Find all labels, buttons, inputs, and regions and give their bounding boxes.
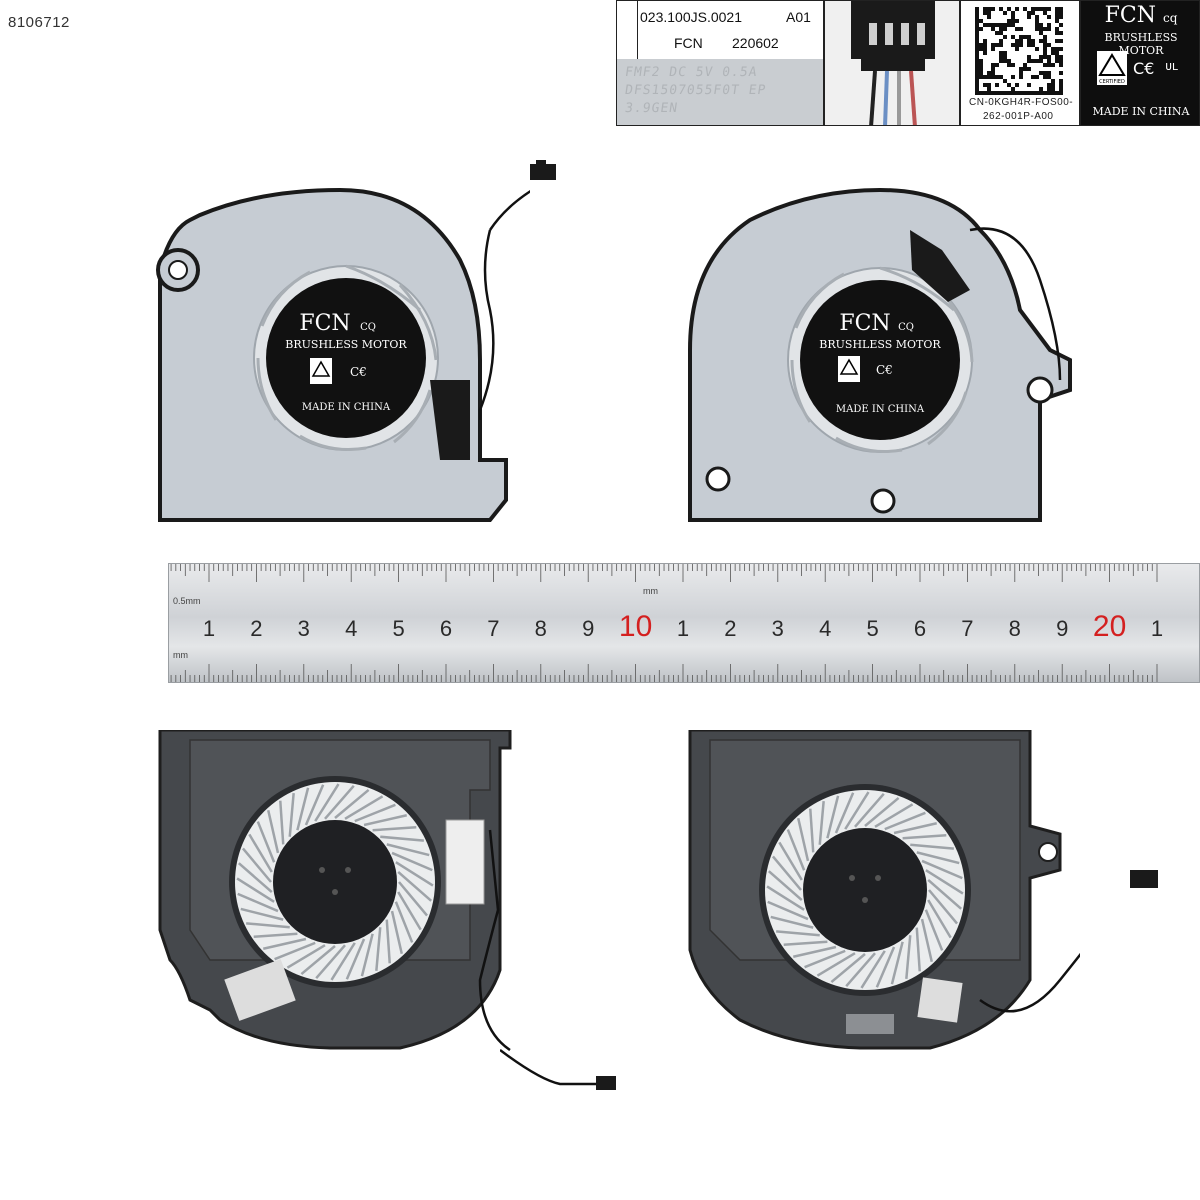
ruler-number: 8 bbox=[1009, 616, 1021, 641]
brand-sticker-panel: FCN cq BRUSHLESS MOTOR CERTIFIED C€ ᴜʟ M… bbox=[1080, 0, 1200, 126]
connector-plug-icon bbox=[1130, 870, 1158, 888]
fan-sticker-brand: FCN bbox=[299, 311, 350, 336]
qr-serial-line-2: 262-001P-A00 bbox=[983, 111, 1054, 122]
ruler-number: 7 bbox=[961, 616, 973, 641]
part-number: 023.100JS.0021 bbox=[640, 9, 742, 25]
fan-back-datamatrix-label bbox=[917, 977, 963, 1023]
ruler-number: 2 bbox=[250, 616, 262, 641]
sticker-origin: MADE IN CHINA bbox=[1092, 105, 1190, 118]
embossed-line-3: 3.9GEN bbox=[623, 101, 680, 116]
fan-cable bbox=[478, 229, 495, 420]
ruler-number: 9 bbox=[582, 616, 594, 641]
ruler-number: 5 bbox=[866, 616, 878, 641]
fan-sticker-suffix: CQ bbox=[898, 322, 914, 333]
fan-sticker-origin: MADE IN CHINA bbox=[836, 404, 925, 415]
ruler-number: 20 bbox=[1093, 610, 1126, 643]
fan-back-left bbox=[158, 730, 512, 1052]
ruler-number: 3 bbox=[298, 616, 310, 641]
ruler-unit-bottom: mm bbox=[173, 650, 188, 660]
fan-back-left-cable bbox=[500, 1048, 616, 1090]
label-brand: FCN bbox=[674, 35, 703, 51]
manufacture-date: 220602 bbox=[732, 35, 779, 51]
ce-mark: C€ bbox=[1133, 59, 1155, 78]
fan-back-tape bbox=[846, 1014, 894, 1034]
fan-sticker-suffix: CQ bbox=[360, 322, 376, 333]
ruler-number: 5 bbox=[392, 616, 404, 641]
fan-cable bbox=[969, 227, 1062, 381]
ruler-number: 8 bbox=[535, 616, 547, 641]
datamatrix-code-icon bbox=[961, 1, 1079, 125]
fan-sticker-motor: BRUSHLESS MOTOR bbox=[285, 338, 407, 351]
ruler-unit-top: 0.5mm bbox=[173, 596, 201, 606]
fan-cable bbox=[478, 829, 511, 1052]
fan-cable bbox=[979, 952, 1080, 1013]
qr-detail-panel: CN-0KGH4R-FOS00- 262-001P-A00 bbox=[960, 0, 1080, 126]
fan-back-datamatrix-label bbox=[224, 959, 296, 1021]
embossed-plate: FMF2 DC 5V 0.5A DFS1507055F0T EP 3.9GEN bbox=[617, 59, 823, 125]
ruler-number: 1 bbox=[677, 616, 689, 641]
connector-icon bbox=[825, 1, 959, 125]
ul-mark-icon: ᴜʟ bbox=[1165, 59, 1178, 73]
ruler-unit-mid: mm bbox=[643, 586, 658, 596]
label-detail-panel: 023.100JS.0021 A01 FCN 220602 FMF2 DC 5V… bbox=[616, 0, 824, 126]
fan-sticker-origin: MADE IN CHINA bbox=[302, 402, 391, 413]
ruler-number: 1 bbox=[1151, 616, 1163, 641]
fan-ce-mark: C€ bbox=[876, 363, 893, 377]
fan-cert-icon bbox=[310, 358, 332, 384]
impeller-blades-icon bbox=[256, 264, 438, 451]
sticker-motor: BRUSHLESS MOTOR bbox=[1104, 31, 1178, 57]
qr-serial-line-1: CN-0KGH4R-FOS00- bbox=[969, 97, 1074, 108]
fan-front-right: FCN CQ BRUSHLESS MOTOR C€ MADE IN CHINA bbox=[688, 187, 1072, 522]
label-sticker: 023.100JS.0021 A01 FCN 220602 bbox=[637, 1, 823, 60]
measuring-ruler: 1 2 3 4 5 6 7 8 9 10 1 2 3 4 5 6 7 8 9 20 1 0.5mm mm mm bbox=[168, 563, 1200, 683]
cert-caption: CERTIFIED bbox=[1099, 79, 1125, 85]
ruler-number: 3 bbox=[772, 616, 784, 641]
fan-cert-icon bbox=[838, 356, 860, 382]
ruler-number: 6 bbox=[440, 616, 452, 641]
fan-back-right bbox=[688, 730, 1080, 1050]
fan-front-left: FCN CQ BRUSHLESS MOTOR C€ MADE IN CHINA bbox=[156, 187, 530, 522]
fan-ce-mark: C€ bbox=[350, 365, 367, 379]
ruler-number: 6 bbox=[914, 616, 926, 641]
fan-sticker-motor: BRUSHLESS MOTOR bbox=[819, 338, 941, 351]
fan-back-label bbox=[445, 819, 485, 905]
product-code: 8106712 bbox=[8, 14, 70, 31]
ruler-number: 9 bbox=[1056, 616, 1068, 641]
embossed-line-1: FMF2 DC 5V 0.5A bbox=[623, 65, 759, 80]
sticker-brand: FCN bbox=[1104, 3, 1156, 28]
impeller-blades-icon bbox=[766, 791, 964, 989]
certification-mark-icon: CERTIFIED bbox=[1097, 51, 1127, 85]
ruler-number: 1 bbox=[203, 616, 215, 641]
impeller-blades-icon bbox=[236, 783, 434, 981]
ruler-number: 2 bbox=[724, 616, 736, 641]
ruler-scale: 1 2 3 4 5 6 7 8 9 10 1 2 3 4 5 6 7 8 9 20 1 bbox=[170, 564, 1163, 682]
ruler-number: 10 bbox=[619, 610, 652, 643]
ruler-number: 4 bbox=[345, 616, 357, 641]
sticker-brand-suffix: cq bbox=[1162, 11, 1178, 25]
ruler-number: 7 bbox=[487, 616, 499, 641]
revision: A01 bbox=[786, 9, 811, 25]
connector-detail-panel bbox=[824, 0, 960, 126]
ruler-number: 4 bbox=[819, 616, 831, 641]
fan-sticker-brand: FCN bbox=[839, 311, 890, 336]
connector-plug-icon bbox=[530, 160, 556, 180]
embossed-line-2: DFS1507055F0T EP bbox=[623, 83, 768, 98]
